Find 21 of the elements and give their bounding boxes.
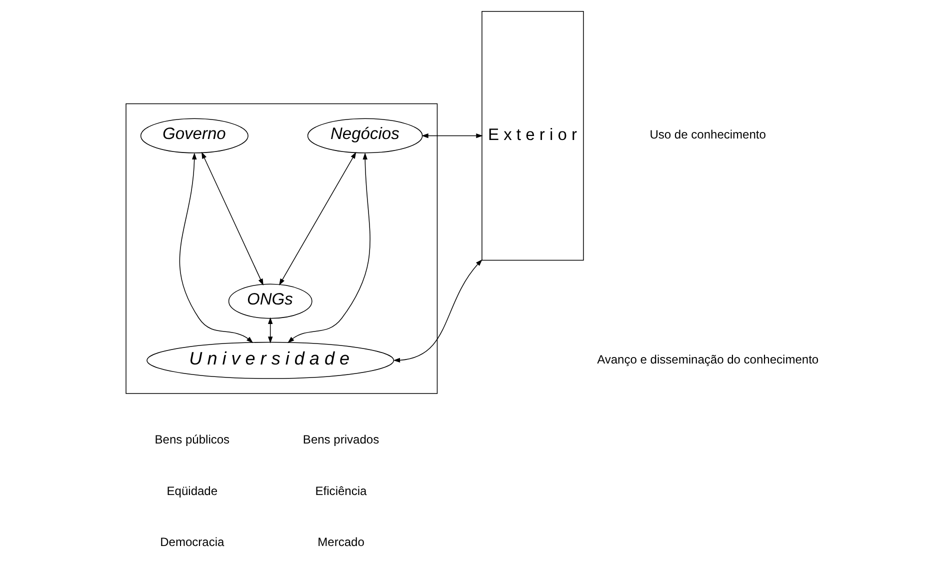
- arrow: [268, 317, 273, 344]
- arrow: [393, 259, 482, 363]
- node-ellipse: ONGs: [228, 284, 312, 319]
- node-box: E x t e r i o r: [482, 11, 584, 261]
- label: Eqüidade: [166, 484, 218, 498]
- label: Bens privados: [302, 432, 380, 447]
- arrow: [288, 152, 370, 344]
- arrow: [179, 152, 254, 344]
- label: Bens públicos: [154, 432, 230, 447]
- arrow: [202, 152, 264, 286]
- node-ellipse: U n i v e r s i d a d e: [146, 342, 394, 379]
- label: Avanço e disseminação do conhecimento: [597, 352, 819, 366]
- node-ellipse: Negócios: [307, 118, 423, 154]
- label: Democracia: [160, 534, 224, 549]
- node-ellipse: Governo: [140, 118, 248, 154]
- label: Uso de conhecimento: [650, 128, 766, 142]
- arrow: [279, 152, 356, 286]
- label: Eficiência: [315, 484, 367, 498]
- label: Mercado: [318, 534, 364, 549]
- arrow: [422, 133, 483, 138]
- cluster: [126, 103, 438, 394]
